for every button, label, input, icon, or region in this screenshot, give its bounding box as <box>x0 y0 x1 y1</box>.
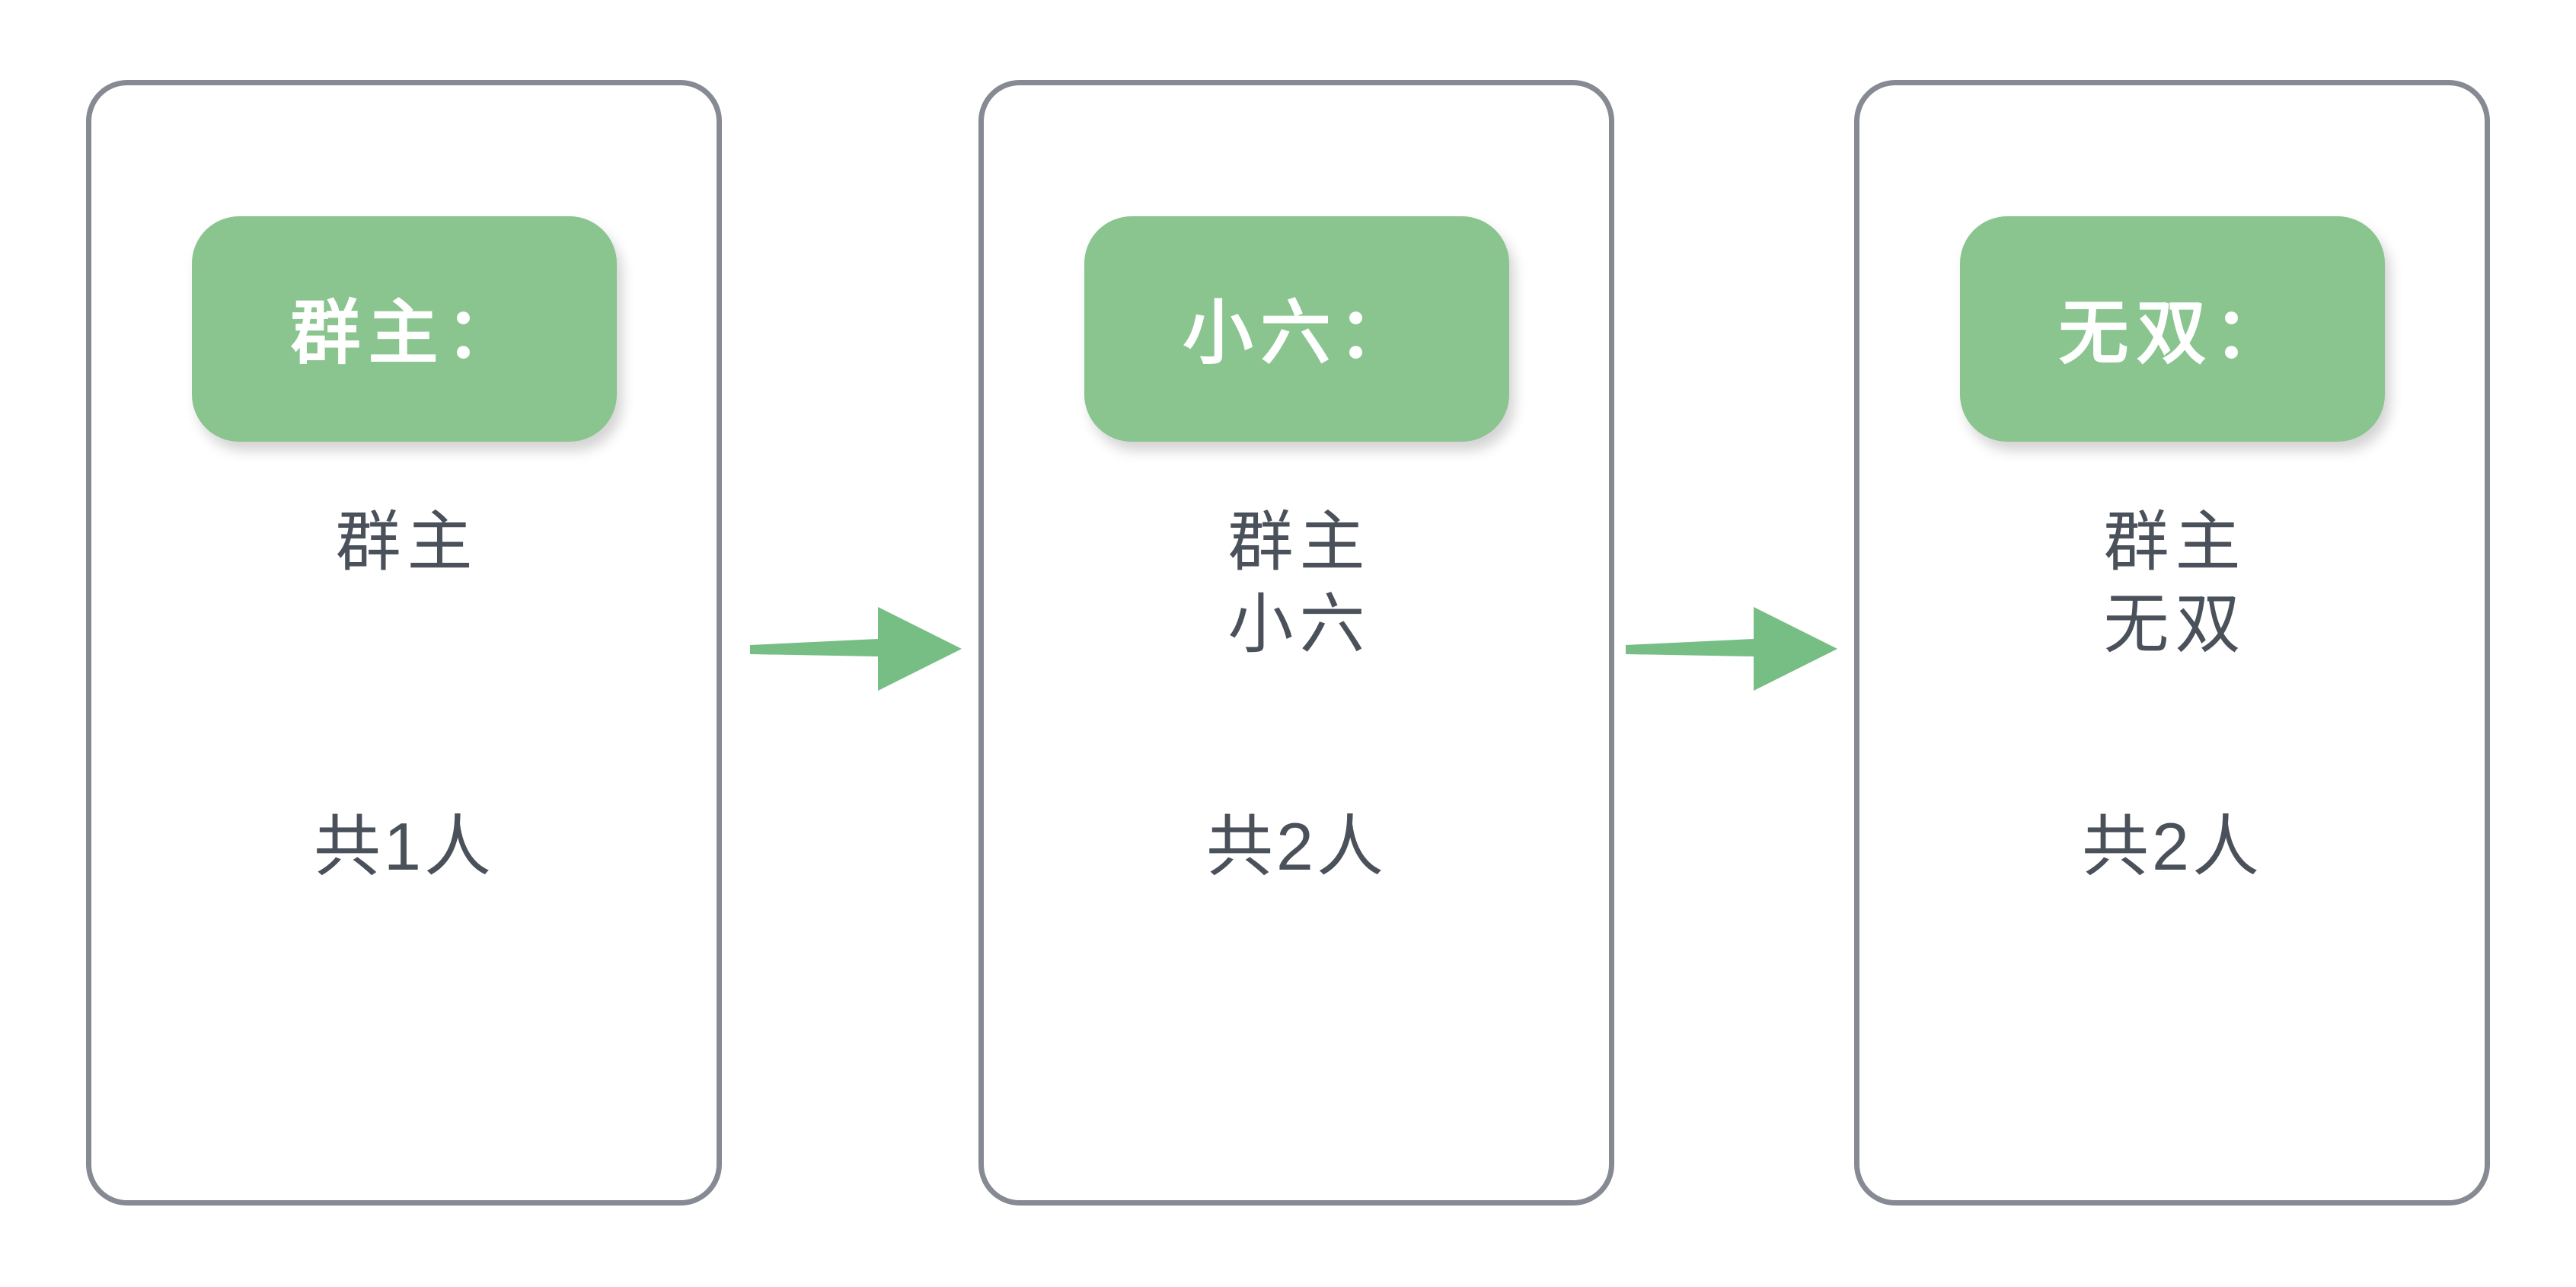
member-item: 无双 <box>2103 588 2247 662</box>
arrow-right-icon-1 <box>750 604 962 694</box>
member-item: 群主 <box>1227 506 1371 579</box>
member-item: 小六 <box>1227 588 1371 662</box>
badge-card-2: 小六： <box>1084 216 1509 442</box>
member-count: 共2人 <box>2082 809 2262 884</box>
flow-card-2: 小六： 群主 小六 共2人 <box>978 80 1614 1206</box>
flow-card-3: 无双： 群主 无双 共2人 <box>1854 80 2490 1206</box>
member-list-1: 群主 <box>91 501 717 583</box>
badge-label: 群主： <box>290 295 524 372</box>
card-body-3: 群主 无双 共2人 <box>1859 501 2485 880</box>
arrow-right-icon-2 <box>1626 604 1837 694</box>
badge-card-1: 群主： <box>191 216 617 442</box>
badge-card-3: 无双： <box>1959 216 2385 442</box>
member-count: 共2人 <box>1206 809 1387 884</box>
member-item: 群主 <box>335 506 479 579</box>
member-list-2: 群主 小六 <box>984 501 1609 666</box>
member-count: 共1人 <box>314 809 494 884</box>
badge-label: 无双： <box>2058 295 2292 372</box>
member-list-3: 群主 无双 <box>1859 501 2485 666</box>
flow-card-1: 群主： 群主 共1人 <box>86 80 722 1206</box>
card-body-1: 群主 共1人 <box>91 501 717 880</box>
card-body-2: 群主 小六 共2人 <box>984 501 1609 880</box>
badge-label: 小六： <box>1183 295 1416 372</box>
member-item: 群主 <box>2103 506 2247 579</box>
